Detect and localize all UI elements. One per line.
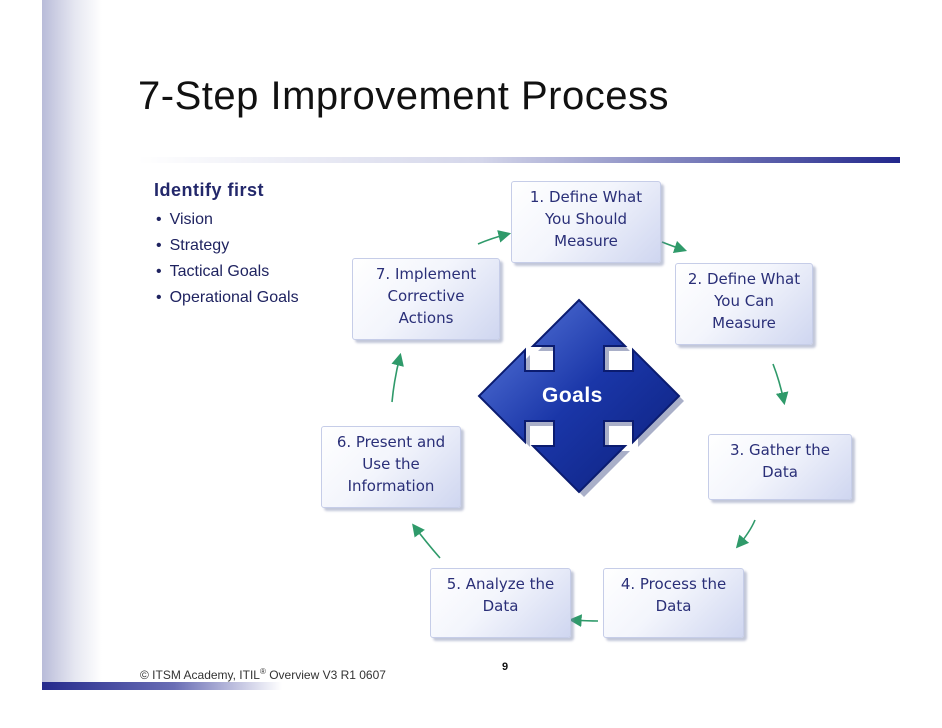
step-6-box: 6. Present and Use the Information: [321, 426, 461, 508]
copyright-suffix: Overview V3 R1 0607: [265, 668, 386, 682]
bottom-gradient-bar: [42, 682, 282, 690]
step-1-line-3: Measure: [554, 232, 618, 250]
step-7-line-2: Corrective: [387, 287, 465, 305]
step-7-line-3: Actions: [398, 309, 454, 327]
four-way-arrow-icon: [477, 298, 684, 497]
step-1-line-1: 1. Define What: [529, 188, 643, 206]
flow-arrow-4-5: [568, 614, 599, 627]
step-6-line-3: Information: [347, 477, 435, 495]
step-2-box: 2. Define What You Can Measure: [675, 263, 813, 345]
copyright-prefix: © ITSM Academy, ITIL: [140, 668, 260, 682]
step-7-box: 7. Implement Corrective Actions: [352, 258, 500, 340]
slide-title: 7-Step Improvement Process: [138, 74, 669, 118]
page-number: 9: [502, 661, 509, 673]
identify-item-strategy: Strategy: [156, 236, 299, 262]
step-4-box: 4. Process the Data: [603, 568, 744, 638]
flow-arrow-2-3: [772, 363, 789, 406]
goals-label: Goals: [542, 384, 603, 407]
step-3-line-1: 3. Gather the: [729, 441, 831, 459]
step-6-line-2: Use the: [362, 455, 420, 473]
step-2-line-3: Measure: [712, 314, 776, 332]
step-4-line-2: Data: [655, 597, 692, 615]
identify-item-operational: Operational Goals: [156, 288, 299, 314]
step-1-box: 1. Define What You Should Measure: [511, 181, 661, 263]
step-5-line-1: 5. Analyze the: [446, 575, 555, 593]
step-2-line-2: You Can: [714, 292, 774, 310]
flow-arrow-6-7: [391, 352, 404, 403]
step-5-box: 5. Analyze the Data: [430, 568, 571, 638]
step-1-line-2: You Should: [544, 210, 628, 228]
registered-mark: ®: [259, 667, 266, 676]
left-gradient-bar: [42, 0, 102, 688]
flow-arrow-7-1: [477, 230, 512, 245]
identify-list: Vision Strategy Tactical Goals Operation…: [156, 210, 299, 314]
step-3-line-2: Data: [762, 463, 798, 481]
step-4-line-1: 4. Process the: [620, 575, 727, 593]
flow-arrow-1-2: [661, 240, 688, 254]
identify-item-tactical: Tactical Goals: [156, 262, 299, 288]
step-6-line-1: 6. Present and: [336, 433, 446, 451]
step-7-line-1: 7. Implement: [375, 265, 477, 283]
identify-item-vision: Vision: [156, 210, 299, 236]
identify-heading: Identify first: [154, 180, 265, 200]
step-5-line-2: Data: [482, 597, 519, 615]
step-3-box: 3. Gather the Data: [708, 434, 852, 500]
step-2-line-1: 2. Define What: [687, 270, 801, 288]
title-underline: [138, 157, 900, 163]
copyright-notice: © ITSM Academy, ITIL® Overview V3 R1 060…: [140, 667, 386, 682]
flow-arrow-5-6: [412, 523, 441, 559]
flow-arrow-3-4: [735, 519, 756, 549]
